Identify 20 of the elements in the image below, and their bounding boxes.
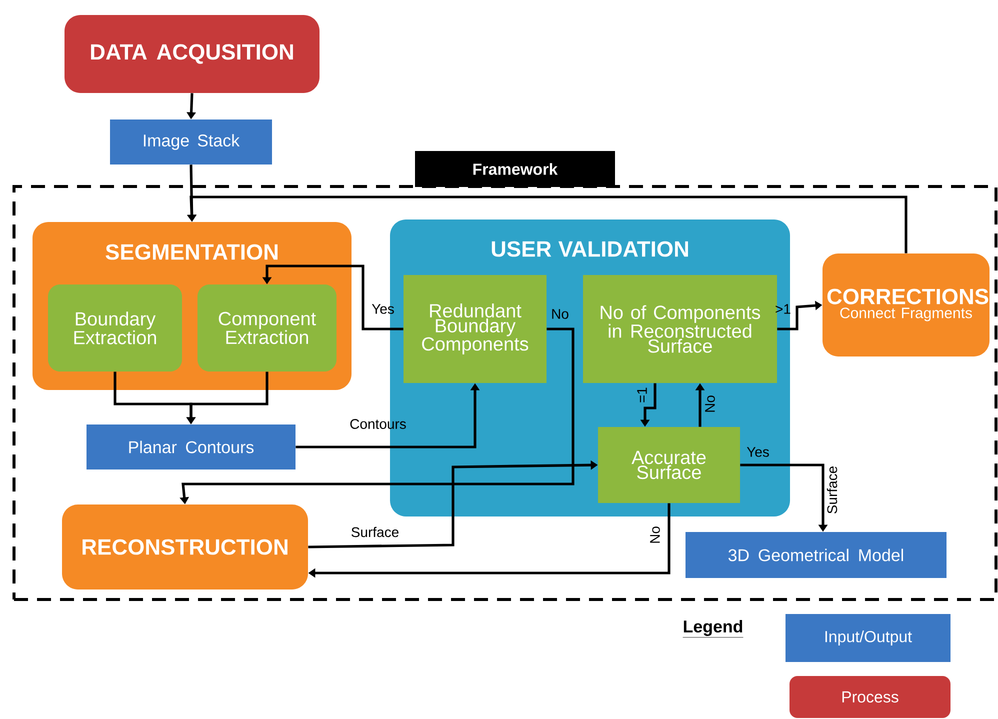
process-box: RECONSTRUCTION	[62, 504, 308, 590]
edge-label: No	[650, 526, 660, 543]
data-box: Planar Contours	[86, 424, 296, 470]
step-box: Component Extraction	[198, 284, 336, 372]
edge-label: =1	[637, 388, 647, 402]
data-box: Image Stack	[110, 120, 272, 164]
legend-title: Legend	[682, 620, 744, 638]
edge-label: Yes	[746, 447, 769, 457]
decision-box: No of Components in Reconstructed Surface	[583, 275, 777, 383]
data-box: 3D Geometrical Model	[686, 532, 946, 578]
process-box: DATA ACQUSITION	[64, 15, 320, 93]
node-label: Framework	[473, 163, 558, 175]
step-box: Boundary Extraction	[48, 284, 182, 372]
decision-box: Redundant Boundary Components	[404, 275, 546, 383]
edge-label: No	[705, 396, 715, 412]
edge-label: No	[552, 309, 568, 319]
edge-label: Surface	[352, 526, 398, 538]
process-box: CORRECTIONS Connect Fragments	[822, 254, 990, 356]
decision-box: Accurate Surface	[598, 427, 740, 503]
side-label: Surface	[826, 466, 838, 514]
